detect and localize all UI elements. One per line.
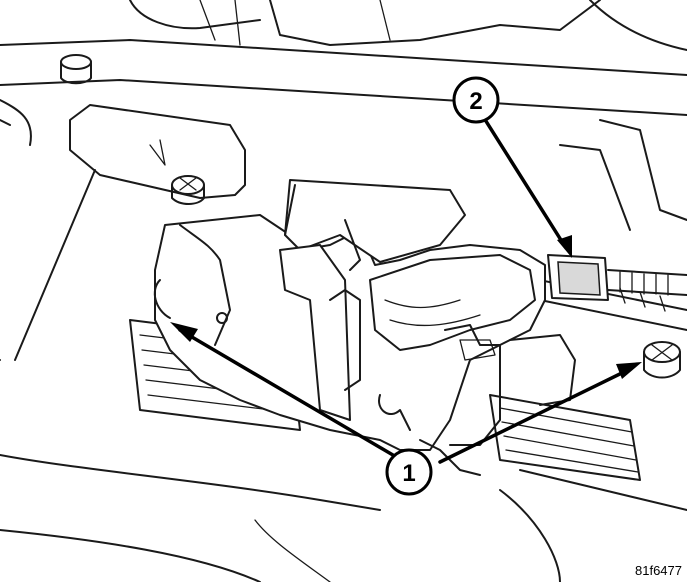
hood-latch <box>153 179 576 476</box>
callout-1: 1 <box>385 448 433 496</box>
callout-1-label: 1 <box>402 460 415 487</box>
left-panel <box>0 169 381 582</box>
callout-2: 2 <box>452 76 500 124</box>
round-peg <box>60 54 92 85</box>
arrow-2 <box>482 116 568 250</box>
callout-2-label: 2 <box>469 88 482 115</box>
connector-2 <box>547 254 687 301</box>
arrowhead-2 <box>557 235 572 258</box>
callout-arrows <box>170 116 642 464</box>
bolt-right <box>643 341 681 379</box>
left-bracket <box>69 104 246 205</box>
figure-code: 81f6477 <box>635 563 682 578</box>
arrowhead-1-right <box>616 362 642 379</box>
callout-1-circle <box>385 448 433 496</box>
callout-2-circle <box>452 76 500 124</box>
arrow-1-right <box>438 368 630 464</box>
arrow-1-left <box>178 328 400 460</box>
arrowhead-1-left <box>170 322 198 342</box>
